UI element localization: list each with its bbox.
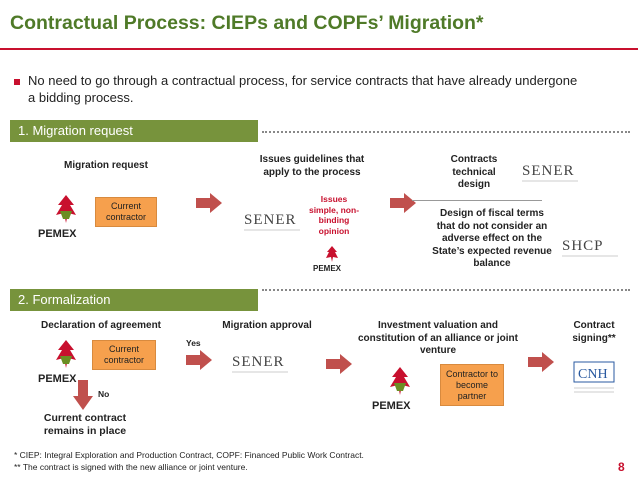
svg-text:SHCP: SHCP — [562, 238, 604, 254]
investment-label: Investment valuation and constitution of… — [357, 320, 518, 356]
pemex-eagle-icon: PEMEX — [372, 367, 411, 412]
svg-text:CNH: CNH — [578, 367, 608, 382]
pemex-logo: PEMEX — [370, 365, 434, 415]
down-arrow-icon — [73, 380, 93, 410]
sener-logo-mark: SENER — [232, 354, 288, 373]
pemex-eagle-icon: PEMEX — [38, 340, 77, 385]
section-1-header: 1. Migration request — [10, 120, 258, 142]
current-contractor-box-1: Current contractor — [95, 197, 157, 227]
right-arrow-icon — [528, 352, 554, 372]
svg-text:PEMEX: PEMEX — [372, 400, 411, 412]
right-arrow-icon — [196, 193, 222, 213]
bullet-marker — [14, 79, 20, 85]
shcp-logo: SHCP — [560, 232, 620, 264]
declaration-label: Declaration of agreement — [40, 320, 162, 331]
sener-logo: SENER — [520, 157, 580, 189]
sener-logo: SENER — [242, 206, 302, 238]
sener-logo-mark: SENER — [522, 163, 578, 182]
section-1-dotted-rule — [262, 131, 630, 133]
right-arrow-icon — [186, 350, 212, 370]
pemex-eagle-icon: PEMEX — [38, 195, 77, 240]
divider-line — [412, 200, 542, 201]
contractor-partner-box: Contractor to become partner — [440, 364, 504, 406]
svg-text:PEMEX: PEMEX — [38, 228, 77, 240]
right-arrow-icon — [390, 193, 416, 213]
intro-bullet-text: No need to go through a contractual proc… — [28, 73, 578, 105]
migration-request-label: Migration request — [64, 160, 148, 171]
contract-signing-label: Contract signing** — [572, 320, 616, 344]
contracts-design-label: Contracts technical design — [450, 154, 498, 190]
svg-text:SENER: SENER — [244, 212, 297, 228]
sener-logo-mark: SENER — [244, 212, 300, 231]
footnote-2: ** The contract is signed with the new a… — [14, 462, 248, 472]
sener-logo: SENER — [230, 348, 290, 380]
cnh-logo-mark: CNH — [573, 361, 615, 393]
title-divider — [0, 48, 638, 50]
pemex-eagle-icon: PEMEX — [313, 246, 342, 273]
page-title: Contractual Process: CIEPs and COPFs’ Mi… — [10, 12, 484, 34]
contract-remains-label: Current contract remains in place — [43, 412, 127, 437]
right-arrow-icon — [326, 354, 352, 374]
svg-text:PEMEX: PEMEX — [313, 264, 342, 273]
issues-opinion-note: Issues simple, non-binding opinion — [308, 194, 360, 236]
svg-text:SENER: SENER — [232, 354, 285, 370]
issues-guidelines-label: Issues guidelines that apply to the proc… — [259, 154, 365, 178]
pemex-logo: PEMEX — [36, 338, 100, 388]
yes-label: Yes — [186, 338, 201, 348]
fiscal-terms-label: Design of fiscal terms that do not consi… — [432, 208, 552, 269]
pemex-logo-small: PEMEX — [312, 244, 352, 274]
shcp-logo-mark: SHCP — [562, 238, 618, 257]
migration-approval-label: Migration approval — [222, 320, 312, 331]
section-2-dotted-rule — [262, 289, 630, 291]
section-2-header: 2. Formalization — [10, 289, 258, 311]
current-contractor-box-2: Current contractor — [92, 340, 156, 370]
page-number: 8 — [618, 460, 625, 474]
no-label: No — [98, 389, 110, 399]
footnote-1: * CIEP: Integral Exploration and Product… — [14, 450, 364, 460]
cnh-logo: CNH — [570, 360, 620, 400]
svg-text:SENER: SENER — [522, 163, 575, 179]
pemex-logo: PEMEX — [36, 193, 100, 243]
svg-text:PEMEX: PEMEX — [38, 373, 77, 385]
